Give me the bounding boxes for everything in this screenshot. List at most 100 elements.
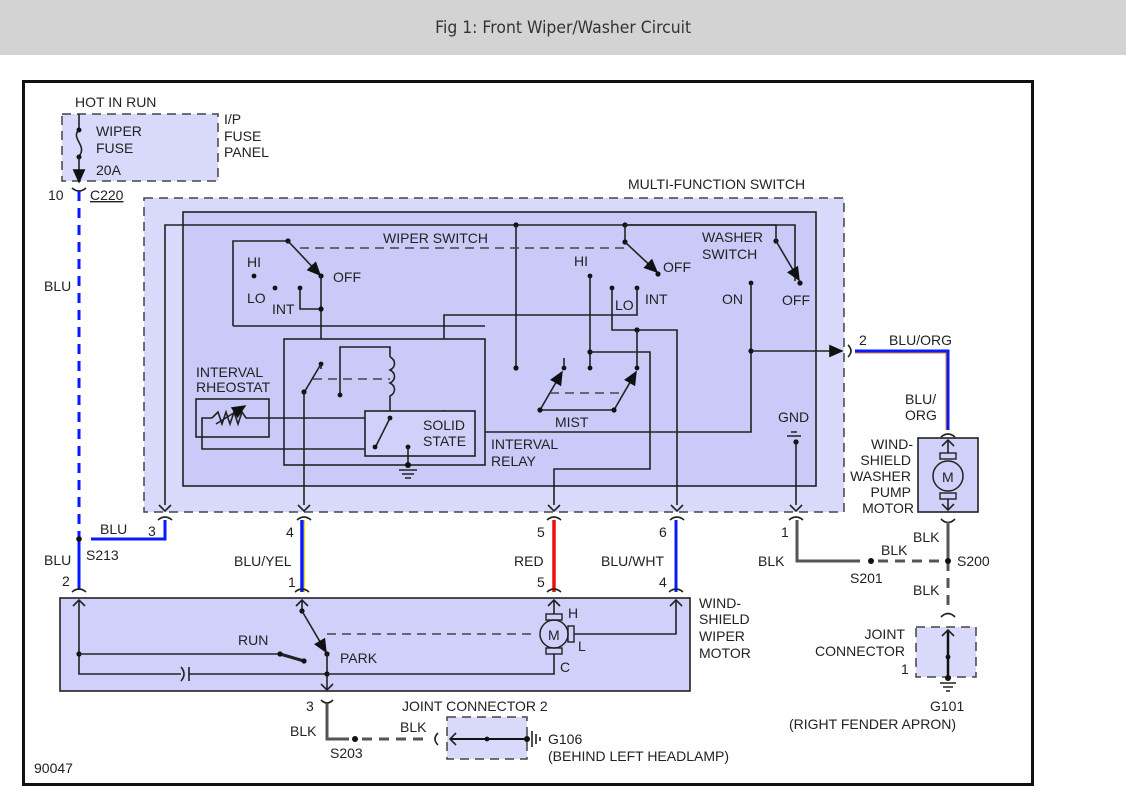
hi-label-2: HI (574, 253, 588, 269)
wire-blk (795, 520, 860, 563)
pin-1: 1 (288, 574, 296, 590)
splice-s201 (868, 558, 874, 564)
wiper-motor-label: WIND- (699, 595, 741, 611)
pin-4-bottom: 4 (659, 574, 667, 590)
mist-label: MIST (555, 414, 589, 430)
wire-label-blk-b: BLK (881, 542, 908, 558)
park-label: PARK (340, 650, 378, 666)
wiper-motor-m: M (548, 627, 560, 643)
pin-3: 3 (148, 523, 156, 539)
fuse-rating: 20A (96, 162, 122, 178)
pin-4-top: 4 (286, 524, 294, 540)
int-label-2: INT (645, 291, 668, 307)
on-label: ON (722, 291, 743, 307)
wire-label-blu-yel: BLU/YEL (234, 553, 292, 569)
joint-connector-2-label: JOINT CONNECTOR 2 (402, 698, 548, 714)
splice-s200-label: S200 (957, 553, 990, 569)
off-label-2: OFF (663, 259, 691, 275)
ground-g106-icon (531, 731, 541, 747)
solid-state-label: SOLID (423, 417, 465, 433)
splice-s213-label: S213 (86, 547, 119, 563)
solid-state-module (364, 410, 476, 457)
gnd-label: GND (778, 409, 809, 425)
motor-h-terminal: H (568, 605, 578, 621)
motor-c-terminal: C (560, 659, 570, 675)
ground-g106-location: (BEHIND LEFT HEADLAMP) (548, 748, 729, 764)
fuse-label-2: FUSE (96, 140, 133, 156)
panel-label: I/P (224, 111, 241, 127)
rheostat-label: INTERVAL (196, 364, 263, 380)
figure-title: Fig 1: Front Wiper/Washer Circuit (434, 17, 692, 38)
wire-label-blu-wht: BLU/WHT (601, 553, 664, 569)
joint-connector-label: JOINT (865, 626, 906, 642)
off-label: OFF (333, 269, 361, 285)
connector-c220: C220 (90, 187, 124, 203)
splice-s213 (76, 536, 82, 542)
wiper-motor-label-3: WIPER (699, 628, 745, 644)
relay-coil-icon (388, 356, 396, 418)
wire-label-blu-3: BLU (100, 521, 127, 537)
off-label-3: OFF (782, 292, 810, 308)
figure-title-bar: Fig 1: Front Wiper/Washer Circuit (0, 0, 1126, 55)
gnd-icon (787, 431, 801, 437)
fuse-label: WIPER (96, 123, 142, 139)
wiper-motor-label-2: SHIELD (699, 611, 750, 627)
wiper-switch-label: WIPER SWITCH (383, 230, 488, 246)
run-switch (279, 652, 305, 663)
interval-relay-label: INTERVAL (491, 436, 558, 452)
ground-g101: G101 (930, 698, 964, 714)
wire-label-blk-c: BLK (913, 529, 940, 545)
washer-motor-label-5: MOTOR (862, 500, 914, 516)
ground-icon (399, 469, 417, 479)
washer-motor-label-3: WASHER (850, 468, 911, 484)
diagram-frame (22, 80, 1034, 786)
pin-1-gnd: 1 (781, 524, 789, 540)
wire-label-blk-d: BLK (913, 582, 940, 598)
pin-3-motor: 3 (306, 698, 314, 714)
int-label: INT (272, 301, 295, 317)
wire-label-blu-org-2: BLU/ (905, 391, 936, 407)
splice-s201-label: S201 (850, 570, 883, 586)
wire-label-red: RED (514, 553, 544, 569)
motor-l-terminal: L (578, 638, 586, 654)
run-label: RUN (238, 632, 268, 648)
pin-5-bottom: 5 (537, 574, 545, 590)
multi-function-switch-label: MULTI-FUNCTION SWITCH (628, 176, 805, 192)
washer-motor-label-2: SHIELD (860, 452, 911, 468)
wire-blu-pin3 (91, 520, 167, 541)
pin-2: 2 (62, 573, 70, 589)
wire-label-blu: BLU (44, 278, 71, 294)
wire-label-blu-org-3: ORG (905, 407, 937, 423)
wire-blu-org (855, 349, 950, 430)
pin-6: 6 (659, 524, 667, 540)
wire-blk-motor (325, 704, 349, 741)
wire-label-blk-a: BLK (758, 553, 785, 569)
ground-g101-icon (940, 682, 956, 692)
splice-s200 (945, 558, 951, 564)
fuse-icon (72, 114, 86, 184)
lo-label: LO (247, 290, 266, 306)
lo-label-2: LO (615, 297, 634, 313)
interval-relay-label-2: RELAY (491, 453, 537, 469)
ground-g106: G106 (548, 731, 582, 747)
joint-connector-pin: 1 (901, 661, 909, 677)
washer-motor-label: WIND- (871, 436, 913, 452)
panel-label-3: PANEL (224, 144, 269, 160)
figure-id: 90047 (34, 760, 73, 776)
wire-label-blk-f: BLK (400, 719, 427, 735)
panel-label-2: FUSE (224, 128, 261, 144)
washer-switch-label-2: SWITCH (702, 246, 757, 262)
wiper-motor (59, 597, 691, 692)
washer-motor-m: M (942, 469, 954, 485)
hi-label: HI (247, 254, 261, 270)
wire-label-blu-lower: BLU (44, 552, 71, 568)
pin-10: 10 (48, 187, 64, 203)
wire-label-blk-e: BLK (290, 723, 317, 739)
pin-5-top: 5 (537, 524, 545, 540)
splice-s203-label: S203 (330, 745, 363, 761)
wire-label-blu-org: BLU/ORG (889, 332, 952, 348)
ground-g101-location: (RIGHT FENDER APRON) (789, 716, 956, 732)
pin-2-right: 2 (859, 332, 867, 348)
washer-motor-icon (932, 460, 964, 492)
